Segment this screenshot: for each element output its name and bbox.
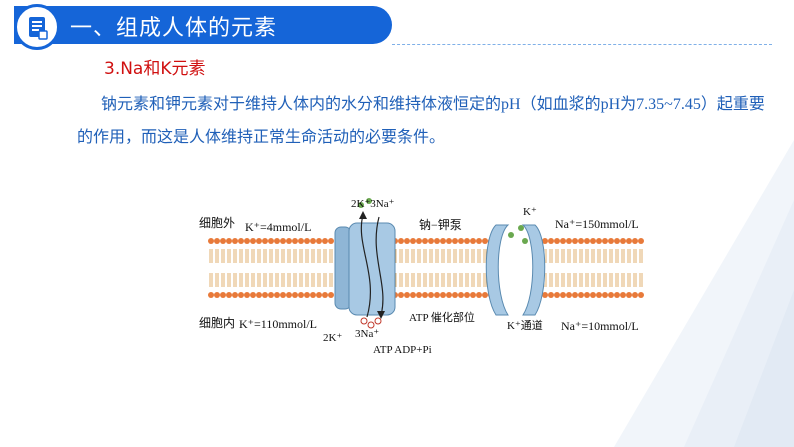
k-channel-top-label: K⁺ xyxy=(523,206,537,218)
paragraph-part4: ）起重要的作用，而这是人体维持正常生命活动的必要条件。 xyxy=(77,94,765,146)
k-inside-label: K⁺=110mmol/L xyxy=(239,317,317,331)
section-paragraph: 钠元素和钾元素对于维持人体内的水分和维持体液恒定的pH（如血浆的pH为7.35~… xyxy=(77,88,777,153)
membrane-diagram: 细胞外 细胞内 K⁺=4mmol/L K⁺=110mmol/L Na⁺=150m… xyxy=(199,198,644,356)
sodium-potassium-pump xyxy=(334,211,396,319)
paragraph-part2: （如血浆的 xyxy=(520,94,601,113)
membrane-figure: 细胞外 细胞内 K⁺=4mmol/L K⁺=110mmol/L Na⁺=150m… xyxy=(183,165,660,358)
na-ion xyxy=(367,321,375,329)
na-outside-label: Na⁺=150mmol/L xyxy=(555,217,639,231)
page-title: 一、组成人体的元素 xyxy=(70,16,278,41)
k-ion xyxy=(366,198,372,204)
section-subtitle: 3.Na和K元素 xyxy=(104,59,206,79)
inside-label: 细胞内 xyxy=(199,316,235,330)
paragraph-part1: 钠元素和钾元素对于维持人体内的水分和维持体液恒定的 xyxy=(101,94,502,113)
header-divider xyxy=(392,44,772,45)
lipid-bilayer xyxy=(208,238,644,298)
na-ion xyxy=(374,317,382,325)
potassium-channel xyxy=(485,224,546,316)
pump-label: 钠−钾泵 xyxy=(419,217,462,232)
atp-reaction-label: ATP ADP+Pi xyxy=(373,344,432,356)
outside-label: 细胞外 xyxy=(199,216,235,230)
na-ion xyxy=(360,317,368,325)
paragraph-ph1: pH xyxy=(501,96,521,113)
header-bar xyxy=(14,6,392,44)
paragraph-ph2: pH xyxy=(600,96,621,113)
atp-site-label: ATP 催化部位 xyxy=(409,310,475,324)
header-icon xyxy=(14,4,60,50)
k-channel-label: K⁺通道 xyxy=(507,318,543,332)
pump-top-ions: 2K⁺3Na⁺ xyxy=(351,198,395,210)
paragraph-range: 7.35~7.45 xyxy=(636,96,701,113)
paragraph-part3: 为 xyxy=(620,94,637,113)
document-icon xyxy=(29,17,48,40)
na-inside-label: Na⁺=10mmol/L xyxy=(561,319,639,333)
pump-bottom-na: 3Na⁺ xyxy=(355,328,379,340)
pump-bottom-k: 2K⁺ xyxy=(323,332,342,344)
background-decoration xyxy=(614,140,794,447)
k-ion xyxy=(358,202,364,208)
k-outside-label: K⁺=4mmol/L xyxy=(245,220,311,234)
